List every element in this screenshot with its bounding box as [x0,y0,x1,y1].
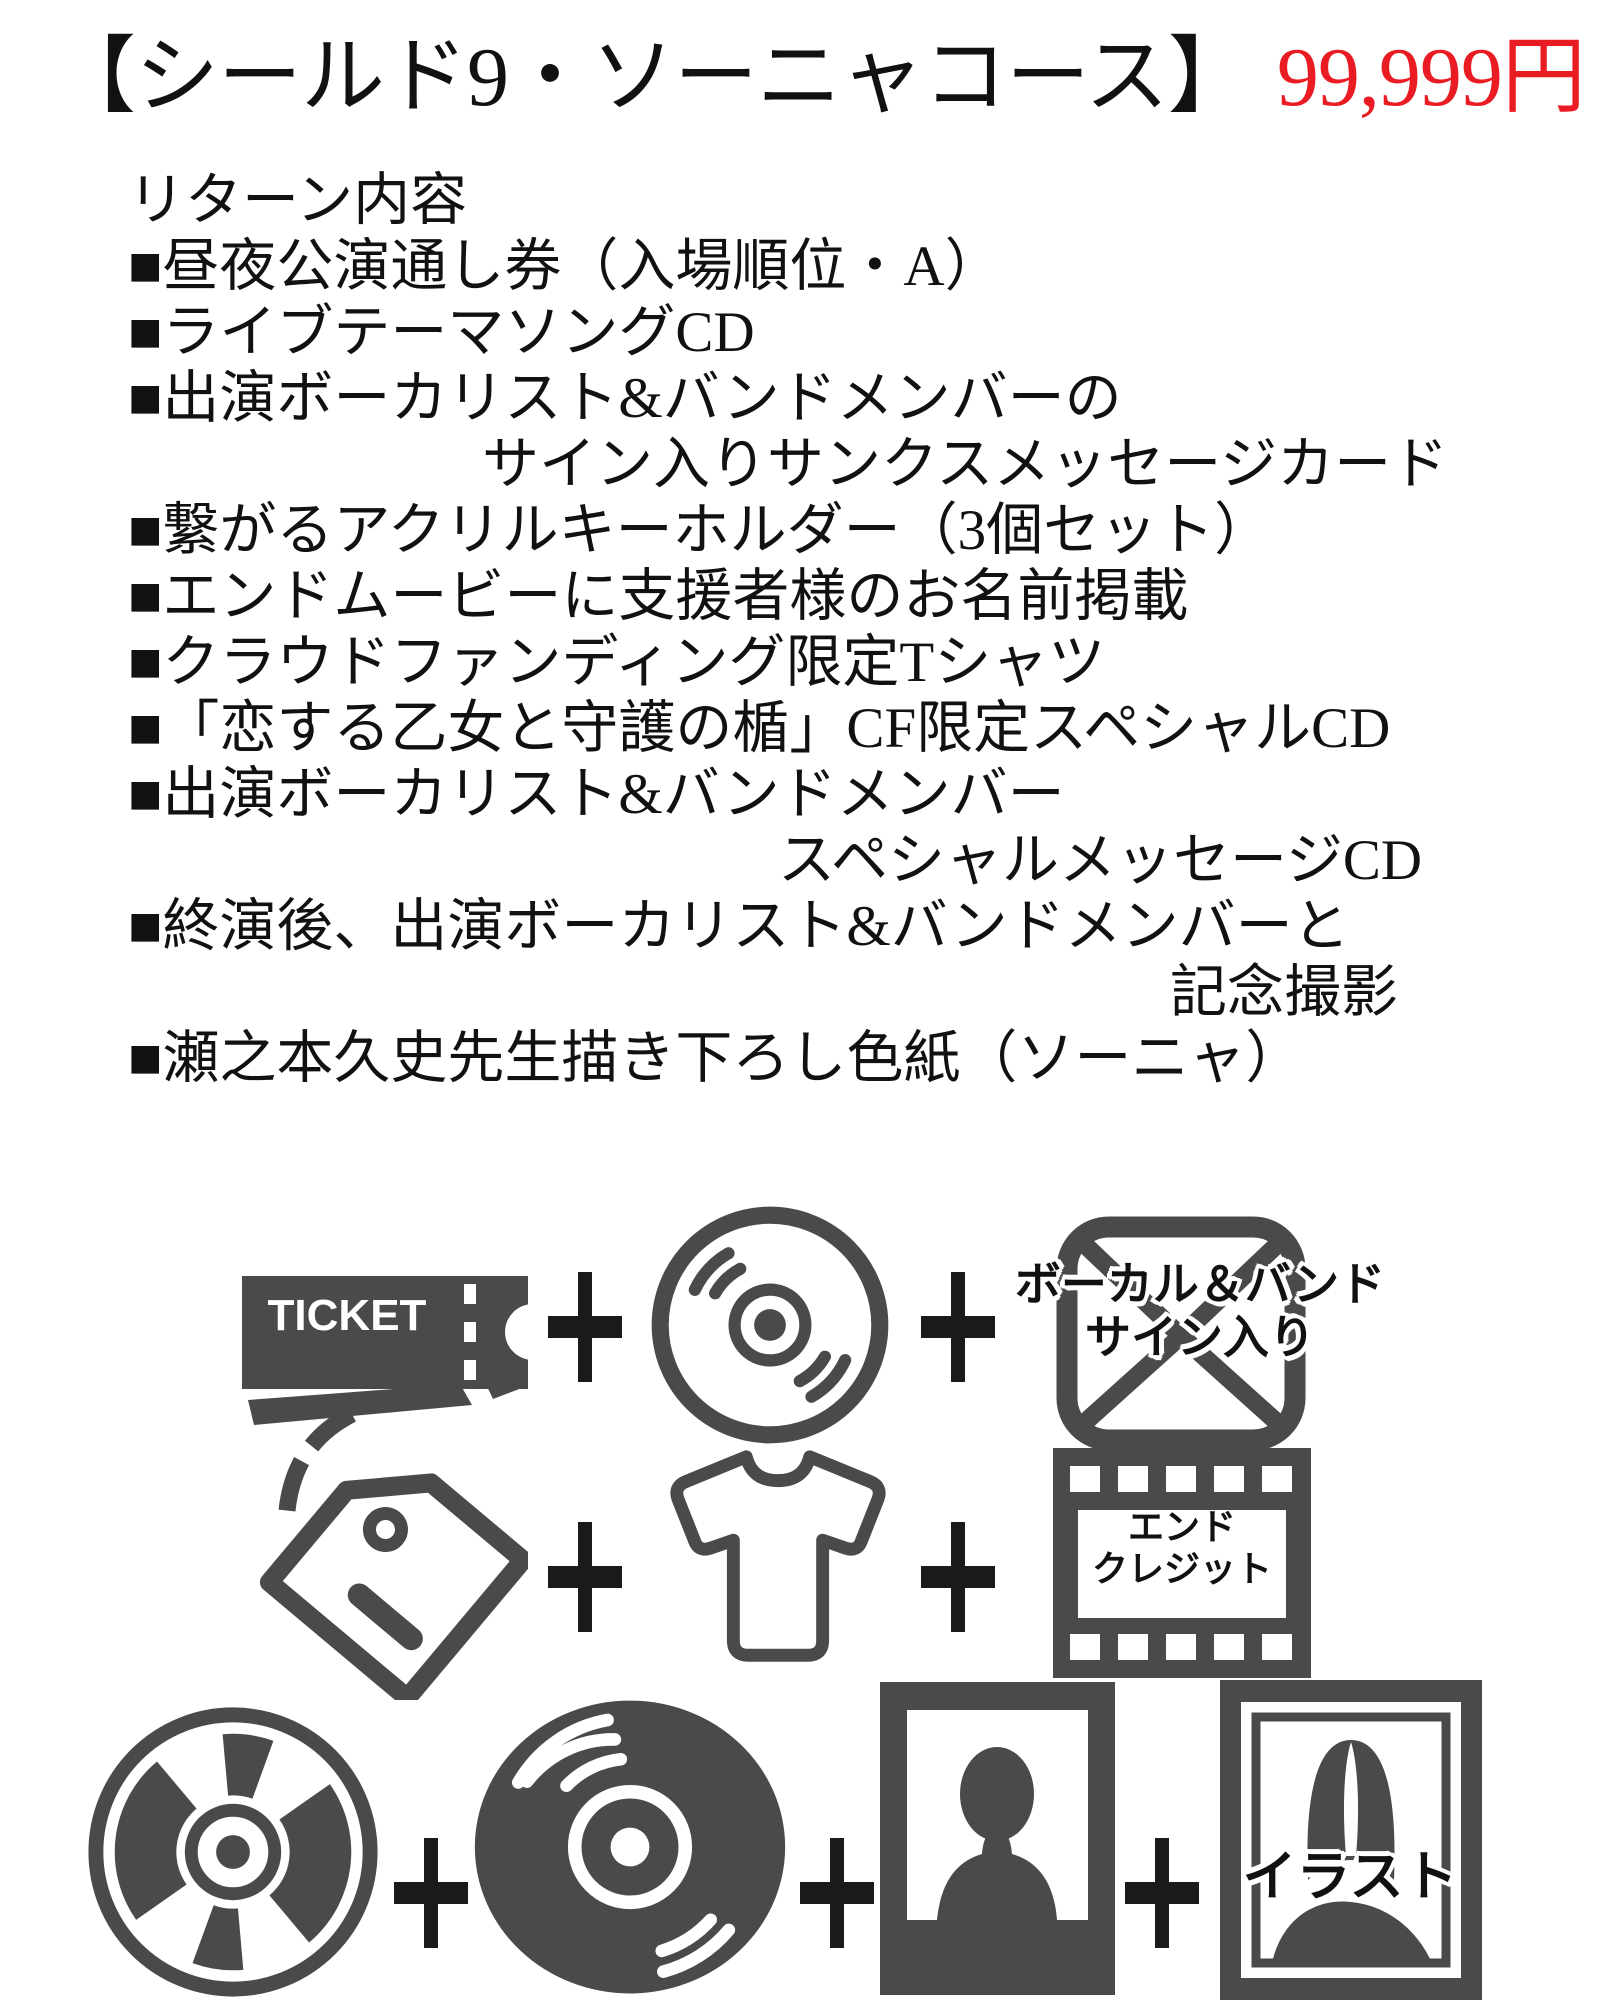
ticket-icon [240,1262,540,1427]
return-item: ■瀬之本久史先生描き下ろし色紙（ソーニャ） [128,1027,1303,1090]
price: 99,999円 [1276,31,1586,124]
plus-icon [800,1838,874,1948]
page-title: 【シールド9・ソーニャコース】 99,999円 [52,28,1586,129]
return-item: ■出演ボーカリスト&バンドメンバーの [128,367,1122,430]
return-item: ■繋がるアクリルキーホルダー（3個セット） [128,499,1272,562]
signed-envelope-icon [1056,1216,1306,1451]
film-label-line2: クレジット [1091,1548,1272,1589]
returns-heading: リターン内容 [128,169,468,232]
plus-icon [1125,1838,1199,1948]
film-label: エンド クレジット [1078,1506,1286,1590]
return-item-continued: 記念撮影 [1170,961,1398,1024]
data-cd-icon [78,1703,388,2001]
return-item: ■出演ボーカリスト&バンドメンバー [128,763,1065,826]
plus-icon [921,1272,995,1382]
ticket-label: TICKET [267,1291,427,1340]
return-item: ■ライブテーマソングCD [128,301,755,364]
plus-icon [394,1838,468,1948]
vinyl-cd-icon [470,1692,790,2003]
photo-portrait-icon [880,1682,1115,1995]
return-item: ■エンドムービーに支援者様のお名前掲載 [128,565,1189,628]
keyholder-string-icon [252,1412,367,1527]
illustration-frame-icon [1220,1680,1482,2000]
plus-icon [921,1522,995,1632]
return-item-continued: スペシャルメッセージCD [778,829,1423,892]
end-credits-film-icon [1053,1448,1311,1678]
course-name: 【シールド9・ソーニャコース】 [52,31,1252,124]
envelope-label: ボーカル＆バンド サイン入り [980,1258,1420,1364]
envelope-label-line1: ボーカル＆バンド [1014,1258,1386,1310]
returns-list: リターン内容 ■昼夜公演通し券（入場順位・A） ■ライブテーマソングCD ■出演… [128,168,1548,1092]
return-item-continued: サイン入りサンクスメッセージカード [482,433,1449,496]
plus-icon [548,1272,622,1382]
return-item: ■昼夜公演通し券（入場順位・A） [128,235,1002,298]
return-item: ■クラウドファンディング限定Tシャツ [128,631,1106,694]
tshirt-icon [650,1448,906,1673]
cd-icon [648,1200,892,1450]
film-label-line1: エンド [1127,1506,1236,1547]
envelope-label-line2: サイン入り [1085,1311,1315,1363]
return-item: ■終演後、出演ボーカリスト&バンドメンバーと [128,895,1350,958]
plus-icon [548,1522,622,1632]
tag-keyholder-icon [258,1450,528,1700]
return-item: ■「恋する乙女と守護の楯」CF限定スペシャルCD [128,697,1391,760]
illustration-label: イラスト [1242,1847,1458,1907]
